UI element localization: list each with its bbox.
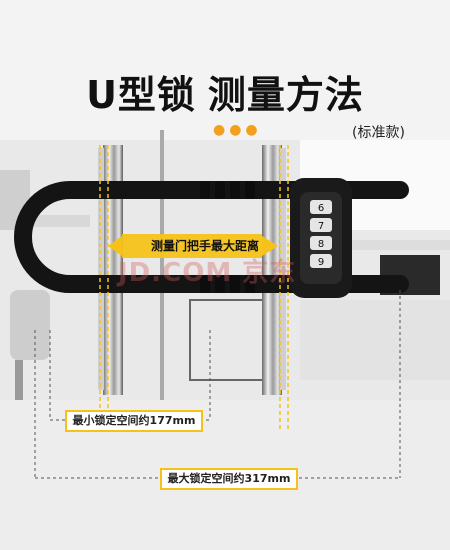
left-door-handle (103, 145, 123, 395)
watermark: JD.COM 京东 (118, 258, 297, 288)
svg-text:7: 7 (318, 221, 324, 232)
right-door-handle (262, 145, 282, 395)
svg-text:6: 6 (318, 203, 324, 214)
measure-handle-label: 测量门把手最大距离 (150, 239, 259, 253)
svg-text:9: 9 (318, 257, 324, 268)
title-highlight-text: 测量方法 (207, 73, 364, 117)
decorative-dots: ●●● (213, 122, 262, 138)
u-lock-shackle (14, 181, 409, 293)
page-title: U型锁测量方法 (0, 64, 450, 119)
subtitle: (标准款) (352, 125, 405, 141)
combination-lock-icon: 6 7 8 9 (310, 200, 332, 268)
measure-arrow (108, 234, 278, 258)
svg-text:8: 8 (318, 239, 324, 250)
title-highlight: 测量方法 (208, 73, 364, 117)
glass-door-frame (160, 130, 164, 550)
title-product: U型锁 (86, 73, 196, 117)
min-space-label: 最小锁定空间约177mm (65, 410, 203, 432)
max-space-label: 最大锁定空间约317mm (160, 468, 298, 490)
measurement-guides (99, 145, 289, 430)
